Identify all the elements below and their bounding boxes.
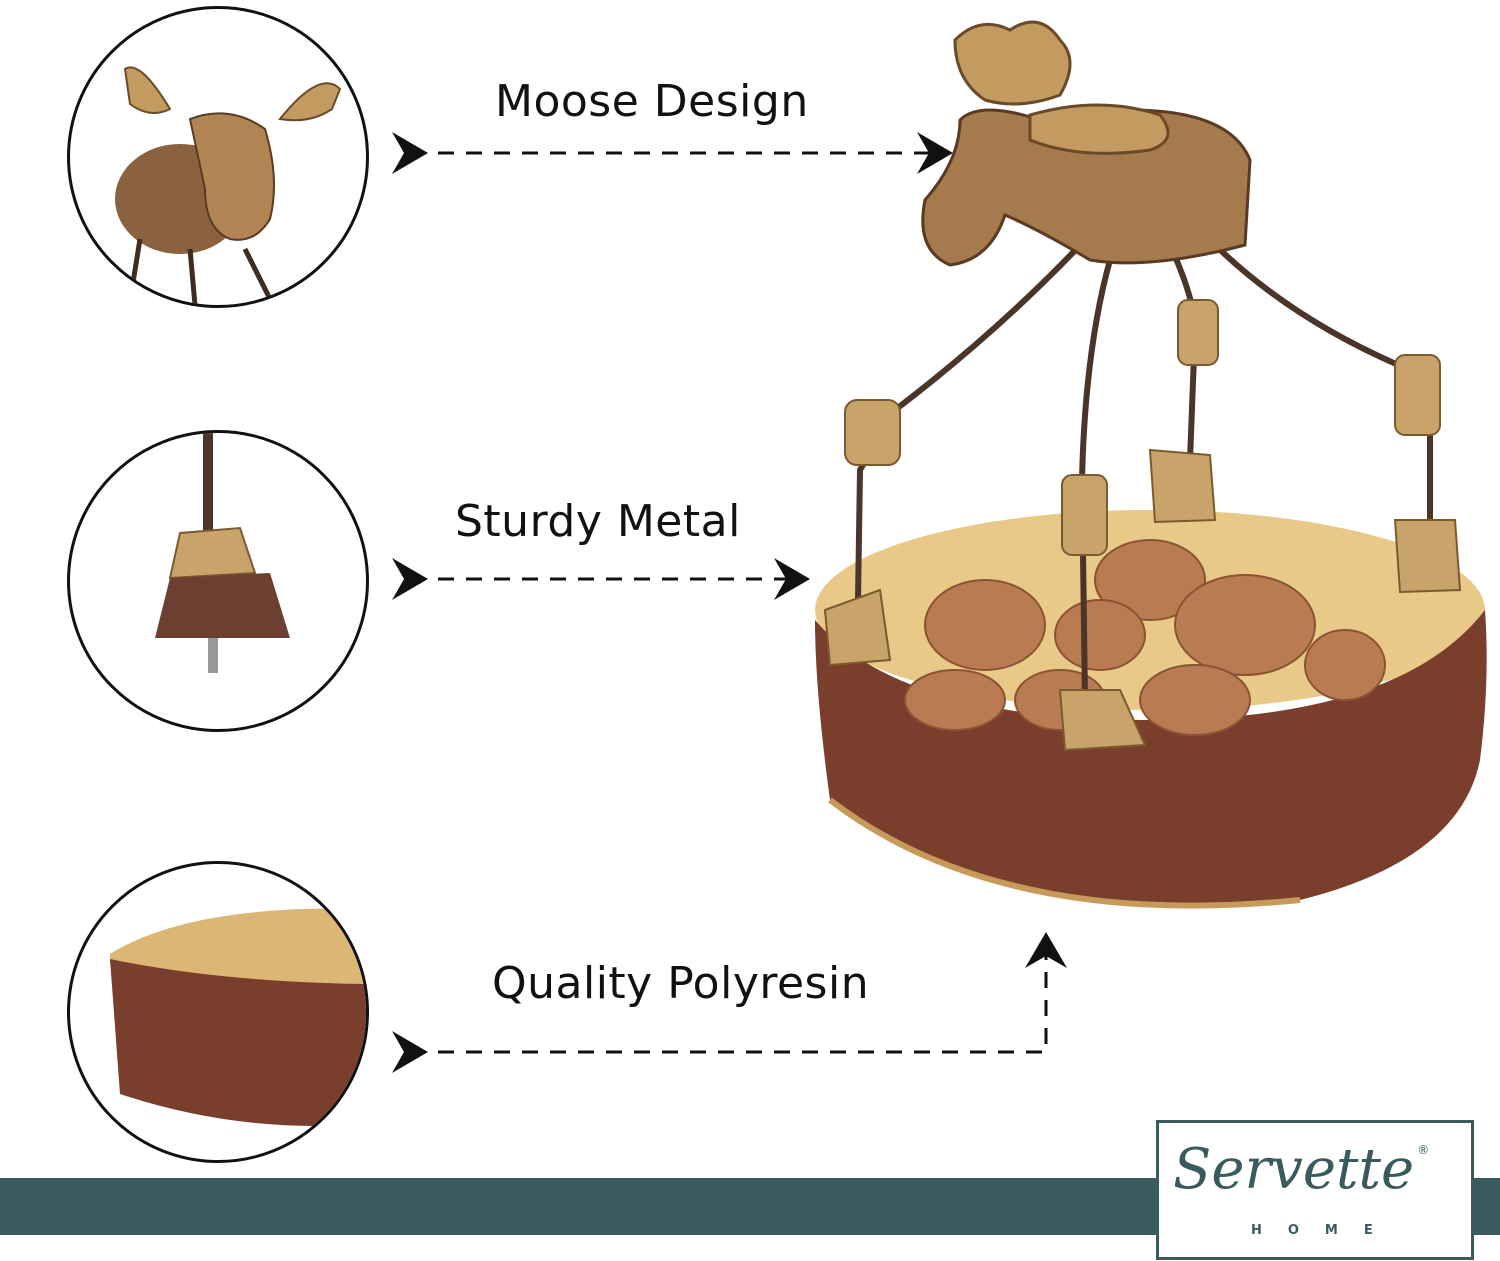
metal-leg-foot-closeup-icon [155,433,290,673]
moose-nut-bowl-image [815,20,1487,909]
brand-logo: Servette ® HOME [1156,1120,1474,1260]
brand-sub: HOME [1251,1223,1399,1238]
bark-bowl-closeup-icon [110,908,366,1126]
moose-design-closeup [67,6,369,308]
quality-polyresin-closeup [67,861,369,1163]
sturdy-metal-label: Sturdy Metal [455,496,741,547]
brand-wordmark: Servette ® [1173,1137,1429,1203]
moose-head-closeup-icon [115,66,342,305]
quality-polyresin-arrow [392,932,1067,1073]
sturdy-metal-closeup [67,430,369,732]
brand-name: Servette [1173,1137,1415,1202]
moose-design-label: Moose Design [495,76,809,127]
brand-registered-mark: ® [1417,1143,1430,1157]
quality-polyresin-label: Quality Polyresin [492,958,870,1009]
